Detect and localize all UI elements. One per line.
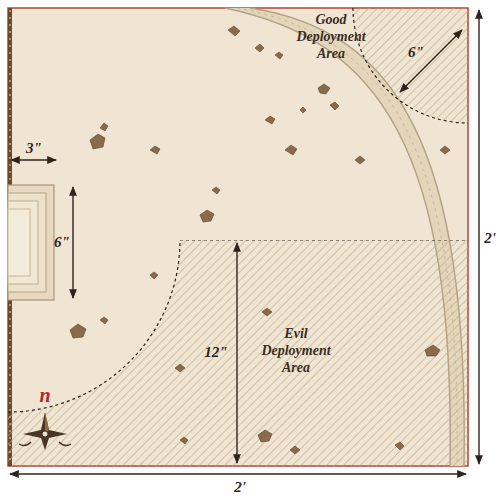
dimension-label: 3" xyxy=(26,140,42,157)
compass-letter: n xyxy=(39,384,50,406)
dimension-label: 2' xyxy=(234,479,246,496)
dimension-label: 2' xyxy=(484,230,496,247)
area-name: Evil Deployment Area xyxy=(248,326,344,376)
dimension-label: 6" xyxy=(408,44,424,61)
board-edge xyxy=(8,8,468,466)
hatched-region xyxy=(8,240,468,466)
area-text-holder: Evil Deployment Area xyxy=(248,326,344,376)
dimension-label: 6" xyxy=(54,234,70,251)
area-text-holder: Good Deployment Area xyxy=(292,12,370,62)
compass-rose xyxy=(19,412,71,450)
dimension-arrows xyxy=(10,10,479,474)
area-name: Good Deployment Area xyxy=(292,12,370,62)
stepped-ruin xyxy=(8,185,54,300)
board-ground xyxy=(8,8,468,466)
deployment-area: Good Deployment Area xyxy=(292,8,468,126)
deployment-area: Evil Deployment Area xyxy=(8,240,468,466)
rock-scatter xyxy=(70,26,450,454)
dimension-label: 12" xyxy=(204,344,227,361)
